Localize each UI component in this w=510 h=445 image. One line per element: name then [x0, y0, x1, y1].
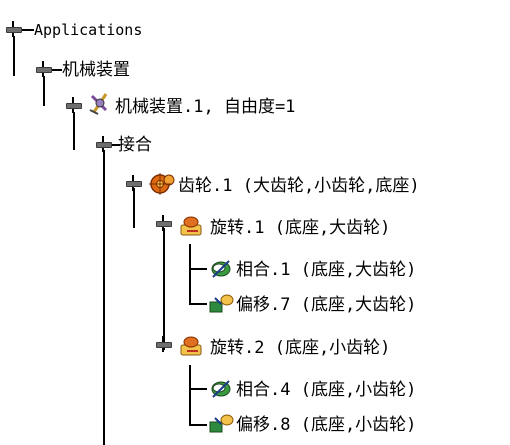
tree-node-label[interactable]: 旋转.1 (底座,大齿轮) [210, 218, 391, 238]
toggle-icon[interactable] [65, 96, 83, 114]
tree-connector [133, 188, 135, 228]
revolute-joint-icon [180, 216, 202, 236]
offset-constraint-icon [209, 294, 234, 313]
tree-connector [103, 150, 105, 445]
revolute-joint-icon [180, 336, 202, 356]
toggle-icon[interactable] [35, 60, 53, 78]
mechanism-icon [89, 93, 108, 115]
tree-node-label[interactable]: 偏移.8 (底座,小齿轮) [236, 415, 417, 435]
tree-node-label[interactable]: 齿轮.1 (大齿轮,小齿轮,底座) [178, 176, 420, 196]
tree-connector [189, 424, 207, 426]
tree-connector [189, 244, 191, 304]
toggle-icon[interactable] [155, 335, 173, 353]
gear-joint-icon [149, 173, 175, 195]
toggle-icon[interactable] [95, 135, 113, 153]
tree-node-label[interactable]: 机械装置.1, 自由度=1 [115, 97, 296, 117]
tree-connector [189, 303, 207, 305]
toggle-icon[interactable] [5, 20, 23, 38]
tree-connector [73, 112, 75, 150]
tree-connector [189, 388, 207, 390]
coincidence-constraint-icon [211, 260, 231, 278]
tree-node-label[interactable]: 旋转.2 (底座,小齿轮) [210, 338, 391, 358]
tree-connector [112, 144, 120, 146]
tree-connector [22, 29, 34, 31]
tree-node-label[interactable]: 偏移.7 (底座,大齿轮) [236, 295, 417, 315]
tree-connector [43, 76, 45, 106]
tree-node-label[interactable]: 接合 [118, 135, 152, 155]
coincidence-constraint-icon [211, 380, 231, 398]
tree-connector [52, 69, 62, 71]
tree-connector [189, 365, 191, 425]
tree-connector [163, 228, 165, 350]
offset-constraint-icon [209, 414, 234, 433]
tree-node-label[interactable]: 机械装置 [62, 60, 130, 80]
toggle-icon[interactable] [155, 214, 173, 232]
tree-node-label[interactable]: 相合.1 (底座,大齿轮) [236, 260, 417, 280]
tree-node-label[interactable]: 相合.4 (底座,小齿轮) [236, 380, 417, 400]
tree-connector [189, 268, 207, 270]
tree-connector [13, 36, 15, 76]
toggle-icon[interactable] [125, 174, 143, 192]
tree-node-label[interactable]: Applications [34, 21, 143, 39]
